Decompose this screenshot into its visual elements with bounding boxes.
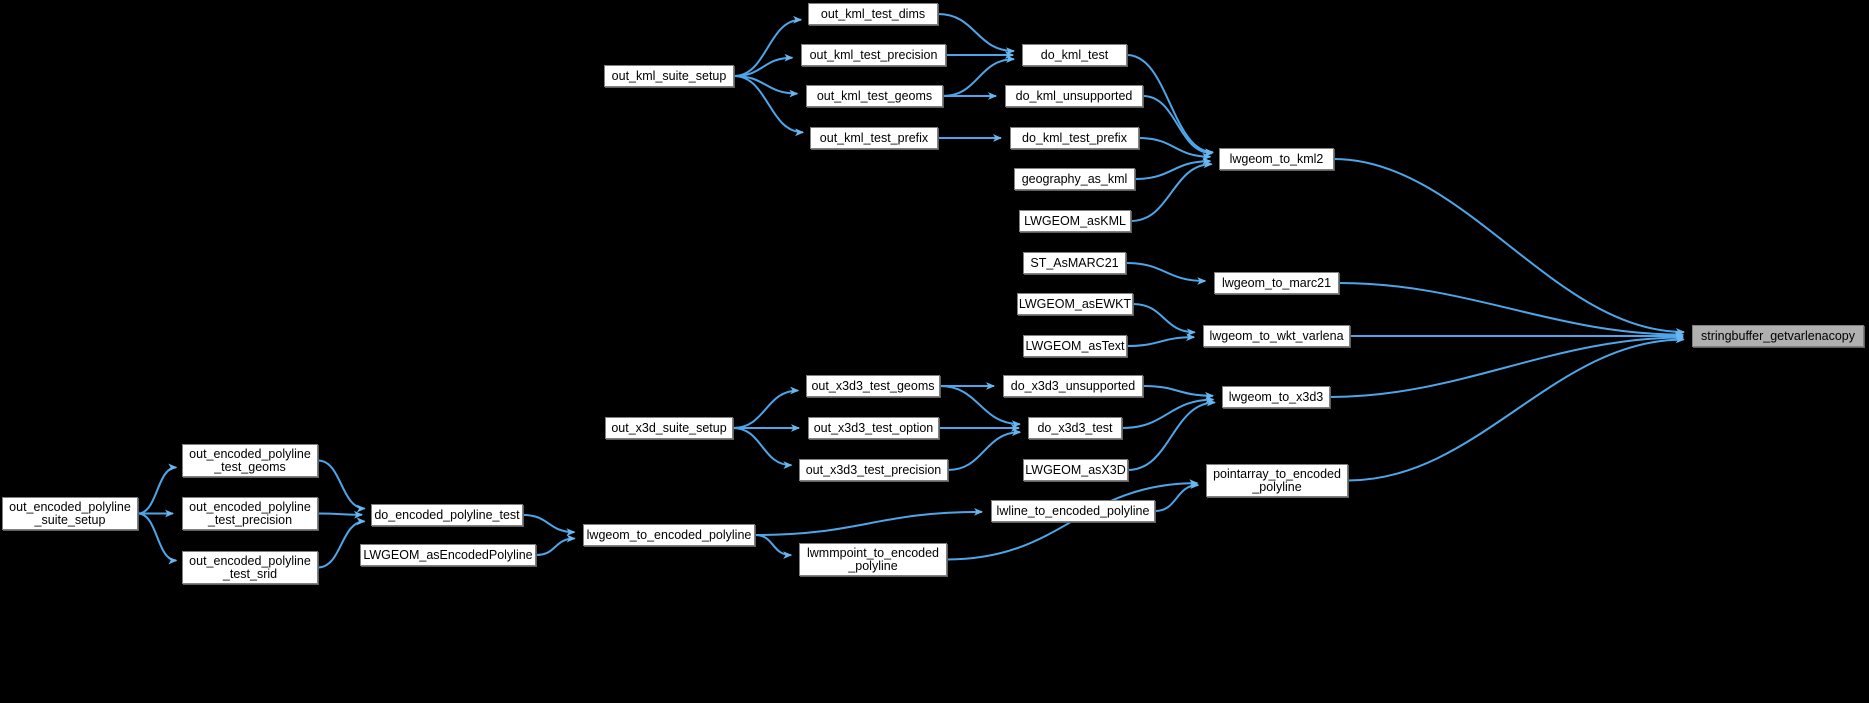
graph-node-lwgeom_to_kml2[interactable]: lwgeom_to_kml2 [1219,148,1334,170]
graph-edge-lwgeom_to_x3d3-to-stringbuffer_getvarlenacopy [1329,333,1685,398]
graph-node-out_encoded_polyline_test_precision[interactable]: out_encoded_polyline _test_precision [182,497,318,530]
graph-edge-out_x3d3_test_precision-to-do_x3d3_test [947,428,1022,471]
graph-node-out_x3d3_test_option[interactable]: out_x3d3_test_option [808,417,939,439]
graph-node-do_kml_unsupported[interactable]: do_kml_unsupported [1005,85,1143,107]
graph-node-lwmmpoint_to_encoded_polyline[interactable]: lwmmpoint_to_encoded _polyline [799,543,947,576]
graph-edge-LWGEOM_asX3D-to-lwgeom_to_x3d3 [1127,398,1216,471]
graph-edge-out_kml_suite_setup-to-out_kml_test_dims [733,15,803,77]
graph-node-do_encoded_polyline_test[interactable]: do_encoded_polyline_test [371,504,523,526]
graph-node-out_encoded_polyline_test_geoms[interactable]: out_encoded_polyline _test_geoms [182,444,318,477]
graph-edge-pointarray_to_encoded_polyline-to-stringbuffer_getvarlenacopy [1347,335,1685,482]
graph-node-do_kml_test_prefix[interactable]: do_kml_test_prefix [1010,127,1139,149]
graph-node-out_x3d3_test_precision[interactable]: out_x3d3_test_precision [799,459,948,481]
graph-node-LWGEOM_asKML[interactable]: LWGEOM_asKML [1019,210,1131,232]
graph-node-out_kml_test_dims[interactable]: out_kml_test_dims [808,3,938,25]
graph-edge-out_encoded_polyline_test_precision-to-do_encoded_polyline_test [317,510,364,519]
graph-node-LWGEOM_asX3D[interactable]: LWGEOM_asX3D [1023,459,1128,481]
graph-edge-LWGEOM_asEWKT-to-lwgeom_to_wkt_varlena [1132,303,1196,337]
graph-edge-do_kml_unsupported-to-lwgeom_to_kml2 [1142,95,1214,158]
graph-edge-LWGEOM_asKML-to-lwgeom_to_kml2 [1130,160,1213,222]
graph-edge-out_kml_suite_setup-to-out_kml_test_geoms [733,75,799,98]
graph-node-lwgeom_to_x3d3[interactable]: lwgeom_to_x3d3 [1222,386,1330,408]
graph-node-out_kml_test_prefix[interactable]: out_kml_test_prefix [810,127,938,149]
graph-edge-lwgeom_to_kml2-to-stringbuffer_getvarlenacopy [1333,158,1685,336]
graph-edge-out_x3d_suite_setup-to-out_x3d3_test_geoms [732,386,800,429]
graph-node-lwgeom_to_marc21[interactable]: lwgeom_to_marc21 [1214,272,1339,294]
graph-node-lwgeom_to_wkt_varlena[interactable]: lwgeom_to_wkt_varlena [1203,325,1350,347]
graph-node-geography_as_kml[interactable]: geography_as_kml [1014,168,1135,190]
graph-edge-out_encoded_polyline_suite_setup-to-out_encoded_polyline_test_srid [137,512,178,565]
graph-node-out_x3d3_test_geoms[interactable]: out_x3d3_test_geoms [806,375,940,397]
graph-node-do_x3d3_unsupported[interactable]: do_x3d3_unsupported [1003,375,1143,397]
graph-node-ST_AsMARC21[interactable]: ST_AsMARC21 [1023,252,1126,274]
graph-edge-out_kml_suite_setup-to-out_kml_test_precision [733,53,794,77]
graph-node-do_kml_test[interactable]: do_kml_test [1022,44,1127,66]
graph-node-out_x3d_suite_setup[interactable]: out_x3d_suite_setup [605,417,733,439]
graph-edge-out_encoded_polyline_test_geoms-to-do_encoded_polyline_test [317,459,366,513]
graph-edge-lwline_to_encoded_polyline-to-pointarray_to_encoded_polyline [1154,481,1200,512]
graph-edge-out_kml_test_geoms-to-do_kml_test [942,55,1016,97]
graph-node-out_kml_test_precision[interactable]: out_kml_test_precision [801,44,946,66]
graph-node-lwgeom_to_encoded_polyline[interactable]: lwgeom_to_encoded_polyline [583,524,755,546]
graph-node-lwline_to_encoded_polyline[interactable]: lwline_to_encoded_polyline [991,500,1155,522]
graph-node-out_kml_suite_setup[interactable]: out_kml_suite_setup [604,65,734,87]
graph-edge-LWGEOM_asText-to-lwgeom_to_wkt_varlena [1126,333,1196,347]
graph-edge-do_kml_test_prefix-to-lwgeom_to_kml2 [1138,137,1212,161]
graph-node-LWGEOM_asText[interactable]: LWGEOM_asText [1023,335,1127,357]
graph-node-do_x3d3_test[interactable]: do_x3d3_test [1028,417,1122,439]
graph-edge-lwgeom_to_marc21-to-stringbuffer_getvarlenacopy [1338,282,1685,339]
graph-node-pointarray_to_encoded_polyline[interactable]: pointarray_to_encoded _polyline [1206,464,1348,497]
graph-edge-do_x3d3_unsupported-to-lwgeom_to_x3d3 [1142,385,1215,400]
graph-edge-ST_AsMARC21-to-lwgeom_to_marc21 [1125,262,1207,285]
graph-edge-do_encoded_polyline_test-to-lwgeom_to_encoded_polyline [522,514,576,537]
graph-node-out_kml_test_geoms[interactable]: out_kml_test_geoms [806,85,943,107]
graph-node-LWGEOM_asEWKT[interactable]: LWGEOM_asEWKT [1017,293,1133,315]
graph-edge-do_x3d3_test-to-lwgeom_to_x3d3 [1121,395,1215,429]
graph-node-out_encoded_polyline_suite_setup[interactable]: out_encoded_polyline _suite_setup [2,497,138,530]
graph-edge-out_encoded_polyline_test_srid-to-do_encoded_polyline_test [317,517,366,569]
graph-edge-lwgeom_to_encoded_polyline-to-lwline_to_encoded_polyline [754,508,984,536]
graph-edge-lwgeom_to_encoded_polyline-to-lwmmpoint_to_encoded_polyline [754,534,793,560]
graph-edge-out_encoded_polyline_suite_setup-to-out_encoded_polyline_test_geoms [137,463,178,515]
graph-edge-out_x3d_suite_setup-to-out_x3d3_test_precision [732,427,793,470]
graph-node-LWGEOM_asEncodedPolyline[interactable]: LWGEOM_asEncodedPolyline [360,544,536,566]
graph-edge-out_kml_test_dims-to-do_kml_test [937,13,1015,55]
graph-node-stringbuffer_getvarlenacopy[interactable]: stringbuffer_getvarlenacopy [1692,325,1864,347]
graph-edge-LWGEOM_asEncodedPolyline-to-lwgeom_to_encoded_polyline [535,534,576,556]
graph-node-out_encoded_polyline_test_srid[interactable]: out_encoded_polyline _test_srid [182,551,318,584]
graph-edge-geography_as_kml-to-lwgeom_to_kml2 [1134,157,1212,180]
graph-edge-out_kml_suite_setup-to-out_kml_test_prefix [733,75,805,137]
